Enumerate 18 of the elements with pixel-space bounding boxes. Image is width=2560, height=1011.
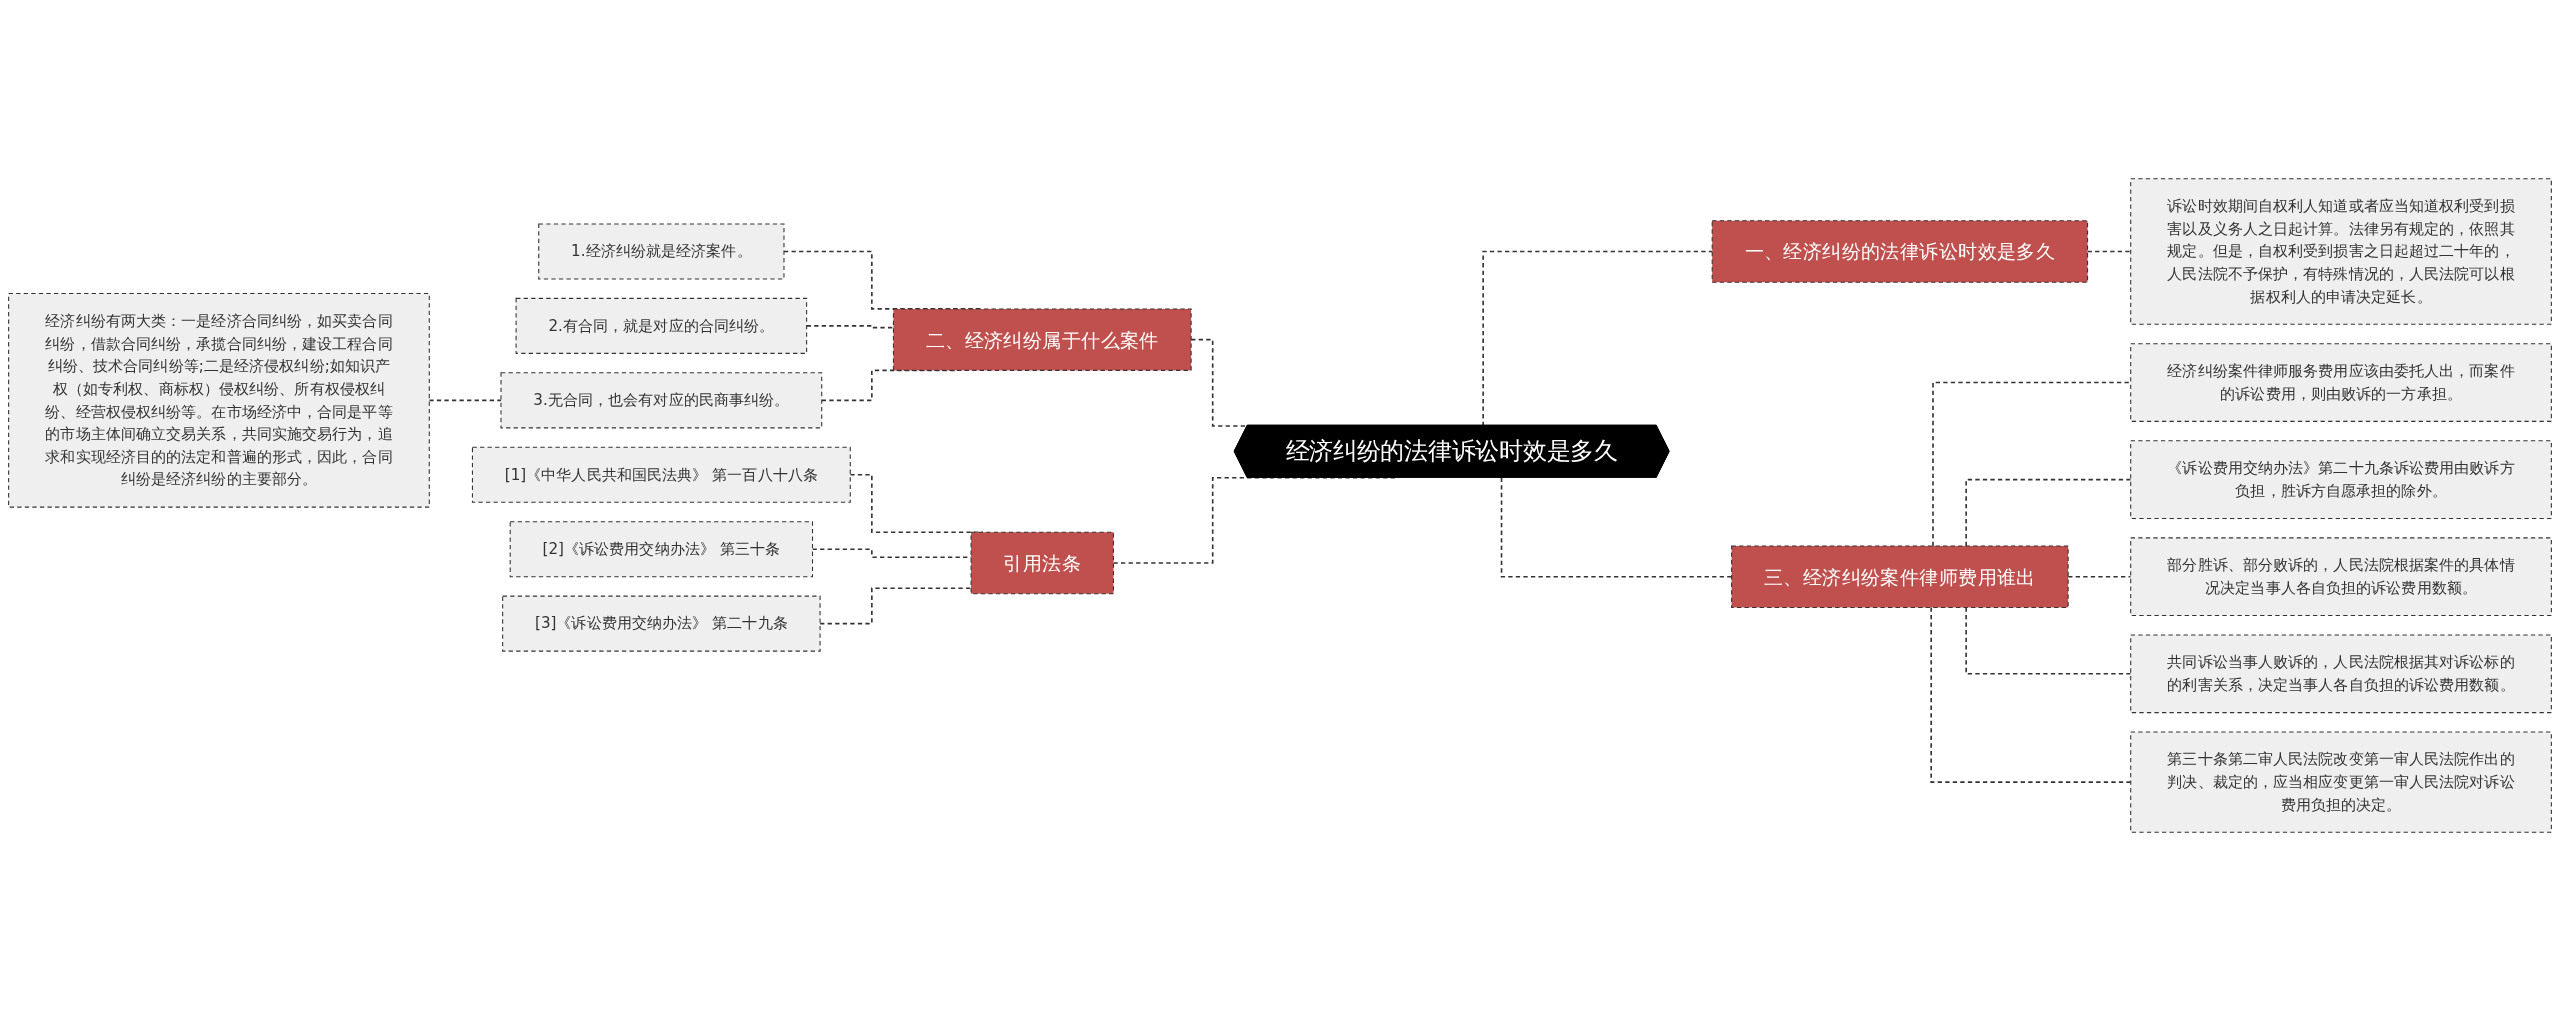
node-box: [2]《诉讼费用交纳办法》 第三十条 bbox=[509, 521, 814, 578]
node-box: 3.无合同，也会有对应的民商事纠纷。 bbox=[500, 372, 823, 429]
node-box: [3]《诉讼费用交纳办法》 第二十九条 bbox=[502, 595, 821, 652]
node-box: 引用法条 bbox=[970, 531, 1114, 595]
node-box: 《诉讼费用交纳办法》第二十九条诉讼费用由败诉方负担，胜诉方自愿承担的除外。 bbox=[2130, 440, 2552, 519]
node-box: 1.经济纠纷就是经济案件。 bbox=[538, 223, 785, 280]
node-box: 经济纠纷有两大类：一是经济合同纠纷，如买卖合同纠纷，借款合同纠纷，承揽合同纠纷，建设工程合同纠纷、技术合同纠纷等;二是经济侵权纠纷;如知识产权（如专利权、商标权）侵权纠纷、所有权侵权纠纷、经营权侵权纠纷等。在市场经济中，合同是平等的市场主体间确立交易关系，共同实施交易行为，追求和实现经济目的的法定和普遍的形式，因此，合同纠纷是经济纠纷的主要部分。 bbox=[8, 293, 430, 508]
connector bbox=[1482, 250, 1713, 427]
node-box: 部分胜诉、部分败诉的，人民法院根据案件的具体情况决定当事人各自负担的诉讼费用数额。 bbox=[2130, 537, 2552, 617]
node-box: 诉讼时效期间自权利人知道或者应当知道权利受到损害以及义务人之日起计算。法律另有规定的，依照其规定。但是，自权利受到损害之日起超过二十年的，人民法院不予保护，有特殊情况的，人民法院可以根据权利人的申请决定延长。 bbox=[2130, 178, 2552, 325]
node-box: 2.有合同，就是对应的合同纠纷。 bbox=[515, 297, 808, 354]
node-box: 第三十条第二审人民法院改变第一审人民法院作出的判决、裁定的，应当相应变更第一审人民法院对诉讼费用负担的决定。 bbox=[2130, 731, 2552, 833]
node-box: 一、经济纠纷的法律诉讼时效是多久 bbox=[1711, 220, 2089, 283]
node-box: 二、经济纠纷属于什么案件 bbox=[892, 308, 1192, 371]
node-box: 三、经济纠纷案件律师费用谁出 bbox=[1731, 545, 2069, 608]
node-box: 经济纠纷案件律师服务费用应该由委托人出，而案件的诉讼费用，则由败诉的一方承担。 bbox=[2130, 343, 2552, 422]
node-box: 共同诉讼当事人败诉的，人民法院根据其对诉讼标的的利害关系，决定当事人各自负担的诉讼费用数额。 bbox=[2130, 634, 2552, 714]
node-box: [1]《中华人民共和国民法典》 第一百八十八条 bbox=[471, 446, 851, 503]
